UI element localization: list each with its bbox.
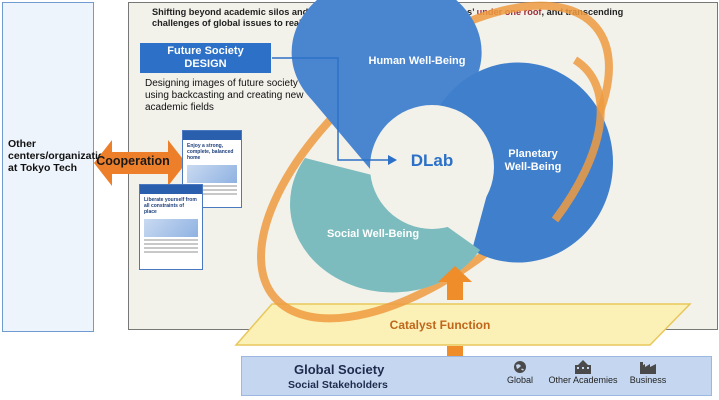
center-circle	[370, 105, 494, 229]
globe-icon	[514, 361, 526, 373]
global-society-title: Global Society	[294, 362, 385, 377]
cooperation-arrow	[94, 140, 186, 186]
human-petal	[291, 0, 482, 176]
design-title-line2: DESIGN	[184, 58, 227, 70]
stakeholder-business-label: Business	[629, 375, 667, 385]
social-petal	[290, 158, 480, 293]
leaflet-header	[183, 131, 241, 140]
design-title-line1: Future Society	[167, 45, 244, 57]
stakeholder-global-label: Global	[506, 375, 533, 385]
future-society-design-box: Future Society DESIGN	[140, 43, 271, 73]
catalyst-function-label: Catalyst Function	[389, 318, 491, 332]
leaflet-bottom-title: Liberate yourself from all constraints o…	[144, 197, 197, 215]
global-society-box: Global Society Social Stakeholders Globa…	[241, 356, 712, 396]
dlab-label: DLab	[410, 151, 454, 170]
global-society-subtitle: Social Stakeholders	[288, 379, 388, 391]
orange-ring-front	[551, 56, 605, 223]
stakeholder-global: Global	[500, 360, 540, 385]
design-connector-line	[272, 57, 388, 161]
human-wellbeing-label: Human Well-Being	[368, 55, 466, 67]
vertical-arrow-up	[438, 266, 472, 300]
stakeholder-academies: Other Academies	[544, 360, 622, 385]
leaflet-bottom: Liberate yourself from all constraints o…	[139, 184, 203, 270]
planetary-petal	[432, 62, 613, 263]
other-centers-box	[2, 2, 94, 332]
leaflet-header	[140, 185, 202, 194]
factory-icon	[640, 362, 656, 374]
leaflet-image	[187, 165, 237, 183]
other-centers-text: Other centers/organizations at Tokyo Tec…	[8, 138, 117, 174]
design-connector-arrowhead	[388, 155, 397, 165]
planetary-line2: Well-Being	[504, 161, 562, 173]
stakeholder-business: Business	[626, 360, 670, 385]
leaflet-top-title: Enjoy a strong, complete, balanced home	[187, 143, 234, 161]
school-building-icon	[575, 360, 591, 374]
social-wellbeing-label: Social Well-Being	[326, 228, 420, 240]
stakeholder-academies-label: Other Academies	[548, 375, 618, 385]
cooperation-label: Cooperation	[96, 154, 170, 168]
planetary-line1: Planetary	[508, 148, 558, 160]
design-description: Designing images of future society using…	[145, 78, 304, 113]
leaflet-image	[144, 219, 198, 237]
